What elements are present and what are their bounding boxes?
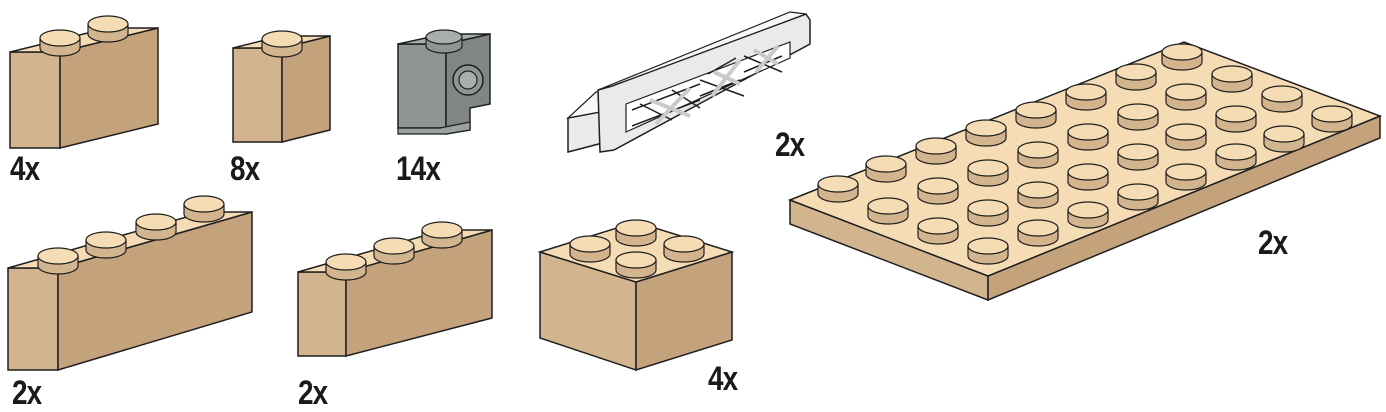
brick-1x1-icon	[232, 30, 331, 143]
headlight-brick-icon	[397, 29, 491, 135]
fence-icon	[566, 11, 811, 153]
brick-1x2-icon	[9, 15, 159, 149]
quantity-label-brick-1x4: 2x	[12, 374, 42, 412]
quantity-label-plate: 2x	[1258, 224, 1288, 262]
quantity-label-fence: 2x	[775, 126, 805, 164]
brick-1x4-icon	[7, 195, 253, 372]
quantity-label-headlight-brick: 14x	[396, 150, 441, 188]
quantity-label-brick-2x2: 4x	[708, 360, 738, 398]
brick-2x2-icon	[537, 219, 735, 372]
brick-1x3-icon	[297, 221, 493, 357]
quantity-label-brick-1x3: 2x	[298, 374, 328, 412]
quantity-label-brick-1x2: 4x	[10, 150, 40, 188]
quantity-label-brick-1x1: 8x	[230, 150, 260, 188]
plate-icon	[787, 41, 1383, 302]
